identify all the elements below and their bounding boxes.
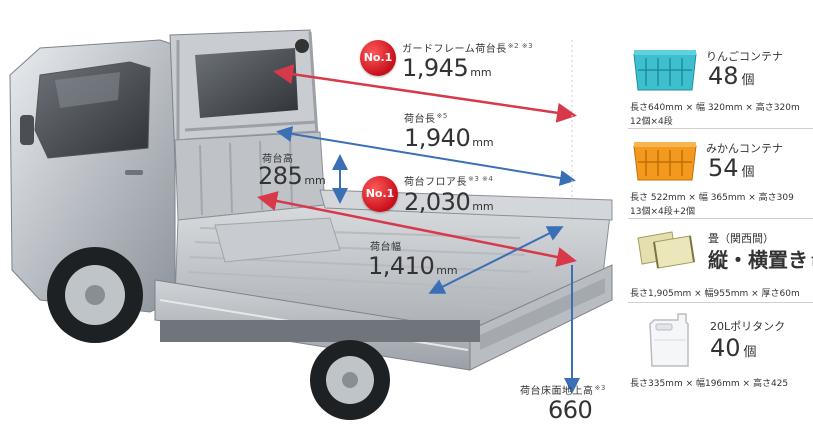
mandarin-container-icon (633, 142, 697, 181)
side-mirror (20, 115, 34, 145)
arrow-bed-length (276, 126, 576, 186)
bed-length-label: 荷台長※5 (404, 111, 448, 125)
apple-container-icon (633, 50, 697, 91)
item-polytank-dims: 長さ335mm × 幅196mm × 高さ425 (630, 379, 789, 389)
guard-frame-length-label: ガードフレーム荷台長※2 ※3 (402, 41, 534, 55)
front-wheel (47, 247, 143, 343)
item-mandarin-dims: 長さ 522mm × 幅 365mm × 高さ309 (630, 193, 794, 203)
ground-height-value: 660 (548, 396, 593, 424)
poly-tank-icon (649, 313, 689, 367)
item-mandarin-stack: 13個×4段+2個 (630, 207, 695, 217)
tatami-icon (637, 231, 695, 269)
no1-badge-floor-length: No.1 (362, 176, 398, 212)
bed-height-label: 荷台高 (262, 154, 294, 165)
item-apple-stack: 12個×4段 (630, 117, 673, 127)
divider (628, 218, 813, 219)
no1-badge-guard-frame: No.1 (360, 40, 396, 76)
divider (628, 128, 813, 129)
item-tatami-count: 縦・横置き可 (708, 248, 813, 272)
arrow-guard-frame-length (273, 64, 577, 123)
ground-height-label: 荷台床面地上高※3 (520, 383, 606, 397)
kei-truck-illustration (9, 29, 613, 420)
item-polytank-name: 20Lポリタンク (710, 320, 786, 333)
divider (628, 302, 813, 303)
floor-length-label: 荷台フロア長※3 ※4 (404, 174, 494, 188)
item-apple-dims: 長さ640mm × 幅 320mm × 高さ320m (630, 103, 800, 113)
item-tatami-name: 畳（関西間） (708, 232, 774, 245)
rear-wheel (310, 340, 390, 420)
item-mandarin-name: みかんコンテナ (706, 142, 783, 155)
rear-window (195, 48, 298, 118)
item-tatami-dims: 長さ1,905mm × 幅955mm × 厚さ60m (630, 289, 800, 299)
item-apple-name: りんごコンテナ (706, 50, 783, 63)
arrow-bed-width (428, 226, 564, 294)
bed-width-label: 荷台幅 (370, 242, 402, 253)
